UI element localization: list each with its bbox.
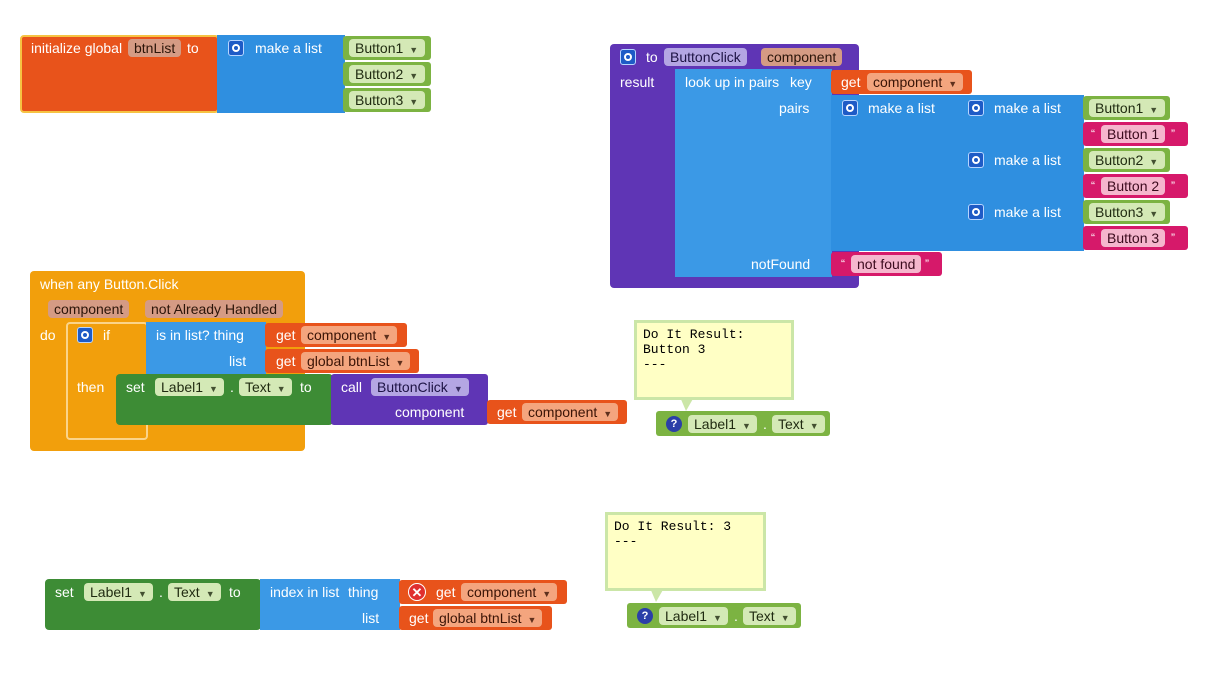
is-in-list-block[interactable] <box>146 322 266 374</box>
getter1-property-dropdown[interactable]: Text▼ <box>772 415 825 433</box>
set-dot: . <box>230 379 234 395</box>
getter2-component-dropdown[interactable]: Label1▼ <box>659 607 728 625</box>
make-list-label: make a list <box>255 40 322 56</box>
pair3-close-quote: ” <box>1171 231 1175 245</box>
notfound-open-quote: “ <box>841 257 845 271</box>
do-it-result-comment-2[interactable]: Do It Result: 3 --- <box>605 512 766 591</box>
index-in-list-block[interactable] <box>260 579 400 630</box>
procedure-to-label: to <box>646 49 658 65</box>
lookup-key-label: key <box>790 74 812 90</box>
get-key-var[interactable]: component▼ <box>867 73 964 91</box>
if-mutator-gear-icon[interactable] <box>77 327 93 343</box>
get-list2-label: get <box>409 610 429 626</box>
lookup-notfound-label: notFound <box>751 256 811 272</box>
set2-to-label: to <box>229 584 241 600</box>
pair3-text-value[interactable]: Button 3 <box>1101 229 1166 247</box>
getter2-property-dropdown[interactable]: Text▼ <box>743 607 796 625</box>
is-in-list-label: is in list? thing <box>156 327 244 343</box>
set-property-dropdown[interactable]: Text▼ <box>239 378 292 396</box>
set2-dot: . <box>159 584 163 600</box>
pair2-mutator-gear-icon[interactable] <box>968 152 984 168</box>
lookup-pairs-label: pairs <box>779 100 810 116</box>
getter1-dot: . <box>763 416 767 432</box>
set2-component-dropdown[interactable]: Label1▼ <box>84 583 153 601</box>
is-in-list-list-label: list <box>229 353 247 369</box>
pair1-open-quote: “ <box>1091 127 1095 141</box>
lookup-in-pairs-block[interactable] <box>675 69 832 277</box>
get-arg-label: get <box>497 404 517 420</box>
index-thing-label: thing <box>348 584 379 600</box>
do-it-result-comment-1[interactable]: Do It Result: Button 3 --- <box>634 320 794 400</box>
index-list-label: list <box>362 610 380 626</box>
pair2-close-quote: ” <box>1171 179 1175 193</box>
get-key-label: get <box>841 74 861 90</box>
pair3-make-list-label: make a list <box>994 204 1061 220</box>
event-when-label: when any Button.Click <box>40 276 179 292</box>
pair1-mutator-gear-icon[interactable] <box>968 100 984 116</box>
event-do-label: do <box>40 327 56 343</box>
procedure-mutator-gear-icon[interactable] <box>620 49 636 65</box>
help-question-icon[interactable]: ? <box>637 608 653 624</box>
pair1-component-dropdown[interactable]: Button1▼ <box>1089 99 1165 117</box>
set2-property-dropdown[interactable]: Text▼ <box>168 583 221 601</box>
pair3-component-dropdown[interactable]: Button3▼ <box>1089 203 1165 221</box>
getter1-component-dropdown[interactable]: Label1▼ <box>688 415 757 433</box>
notfound-text-value[interactable]: not found <box>851 255 922 273</box>
getter2-dot: . <box>734 608 738 624</box>
init-to-label: to <box>187 40 199 56</box>
mutator-gear-icon[interactable] <box>228 40 244 56</box>
pair2-make-list-label: make a list <box>994 152 1061 168</box>
initialize-global-block[interactable] <box>20 35 219 113</box>
get-list-var[interactable]: global btnList▼ <box>301 352 411 370</box>
get-thing2-var[interactable]: component▼ <box>461 583 558 601</box>
pairs-make-list-label: make a list <box>868 100 935 116</box>
index-in-list-label: index in list <box>270 584 340 600</box>
pair2-component-dropdown[interactable]: Button2▼ <box>1089 151 1165 169</box>
get-list-label: get <box>276 353 296 369</box>
notfound-close-quote: ” <box>925 257 929 271</box>
set-label-text-block[interactable] <box>116 374 333 425</box>
if-label: if <box>103 327 110 343</box>
init-global-label: initialize global <box>31 40 123 56</box>
get-thing2-label: get <box>436 584 456 600</box>
lookup-label: look up in pairs <box>685 74 780 90</box>
pair1-text-value[interactable]: Button 1 <box>1101 125 1166 143</box>
comment-1-pointer <box>680 397 694 411</box>
pair1-close-quote: ” <box>1171 127 1175 141</box>
event-param-not-handled[interactable]: not Already Handled <box>145 300 284 318</box>
call-label: call <box>341 379 363 395</box>
component-dropdown-button2[interactable]: Button2▼ <box>349 65 425 83</box>
get-arg-var[interactable]: component▼ <box>522 403 619 421</box>
get-list2-var[interactable]: global btnList▼ <box>433 609 543 627</box>
pair2-text-value[interactable]: Button 2 <box>1101 177 1166 195</box>
help-question-icon[interactable]: ? <box>666 416 682 432</box>
get-thing-var[interactable]: component▼ <box>301 326 398 344</box>
component-dropdown-button3[interactable]: Button3▼ <box>349 91 425 109</box>
set-label-text-block-2[interactable] <box>45 579 261 630</box>
set-component-dropdown[interactable]: Label1▼ <box>155 378 224 396</box>
pair2-open-quote: “ <box>1091 179 1095 193</box>
call-proc-dropdown[interactable]: ButtonClick▼ <box>371 378 469 396</box>
component-dropdown-button1[interactable]: Button1▼ <box>349 39 425 57</box>
set-to-label: to <box>300 379 312 395</box>
procedure-name[interactable]: ButtonClick <box>664 48 747 66</box>
procedure-result-label: result <box>620 74 655 90</box>
set-label: set <box>126 379 145 395</box>
call-component-arg-label: component <box>395 404 465 420</box>
set2-label: set <box>55 584 74 600</box>
global-var-name[interactable]: btnList <box>128 39 182 57</box>
pairs-make-list-block[interactable] <box>831 95 958 251</box>
then-label: then <box>77 379 105 395</box>
pair3-mutator-gear-icon[interactable] <box>968 204 984 220</box>
pair1-make-list-label: make a list <box>994 100 1061 116</box>
comment-2-pointer <box>650 588 664 602</box>
get-thing-label: get <box>276 327 296 343</box>
procedure-param[interactable]: component <box>761 48 843 66</box>
event-param-component[interactable]: component <box>48 300 130 318</box>
pair3-open-quote: “ <box>1091 231 1095 245</box>
pairs-mutator-gear-icon[interactable] <box>842 100 858 116</box>
error-x-icon[interactable]: ✕ <box>408 583 426 601</box>
